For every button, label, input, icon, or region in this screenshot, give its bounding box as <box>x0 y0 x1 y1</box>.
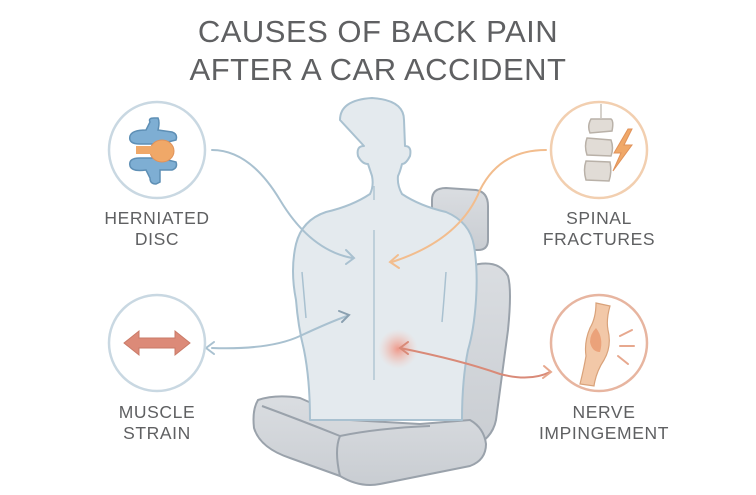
arrow-nerve-impingement <box>399 347 551 379</box>
label-spinal-fractures: SPINAL FRACTURES <box>509 208 689 250</box>
label-line: HERNIATED <box>104 208 210 228</box>
double-arrow-icon <box>123 329 191 357</box>
icon-nerve-impingement <box>549 293 649 393</box>
label-line: FRACTURES <box>542 229 656 249</box>
label-nerve-impingement: NERVE IMPINGEMENT <box>509 402 699 444</box>
arrow-muscle-strain <box>211 315 348 350</box>
page-title-line-1: CAUSES OF BACK PAIN <box>197 14 559 49</box>
human-back-figure <box>292 97 478 421</box>
vertebra-disc-icon <box>128 117 178 185</box>
label-line: STRAIN <box>123 423 191 443</box>
pain-hotspot <box>378 329 418 369</box>
connector-arrows <box>205 149 553 379</box>
label-herniated-disc: HERNIATED DISC <box>67 208 247 250</box>
icon-spinal-fractures <box>549 100 649 200</box>
label-line: SPINAL <box>566 208 632 228</box>
label-line: NERVE <box>572 402 636 422</box>
label-line: IMPINGEMENT <box>538 423 670 443</box>
icon-muscle-strain <box>107 293 207 393</box>
pinched-nerve-icon <box>579 302 635 387</box>
label-muscle-strain: MUSCLE STRAIN <box>67 402 247 444</box>
label-line: DISC <box>134 229 180 249</box>
label-line: MUSCLE <box>118 402 196 422</box>
arrow-herniated-disc <box>211 149 353 259</box>
arrow-spinal-fractures <box>391 149 547 263</box>
lightning-icon <box>612 128 633 172</box>
fractured-spine-icon <box>583 104 614 182</box>
icon-herniated-disc <box>107 100 207 200</box>
page-title-line-2: AFTER A CAR ACCIDENT <box>189 52 567 87</box>
